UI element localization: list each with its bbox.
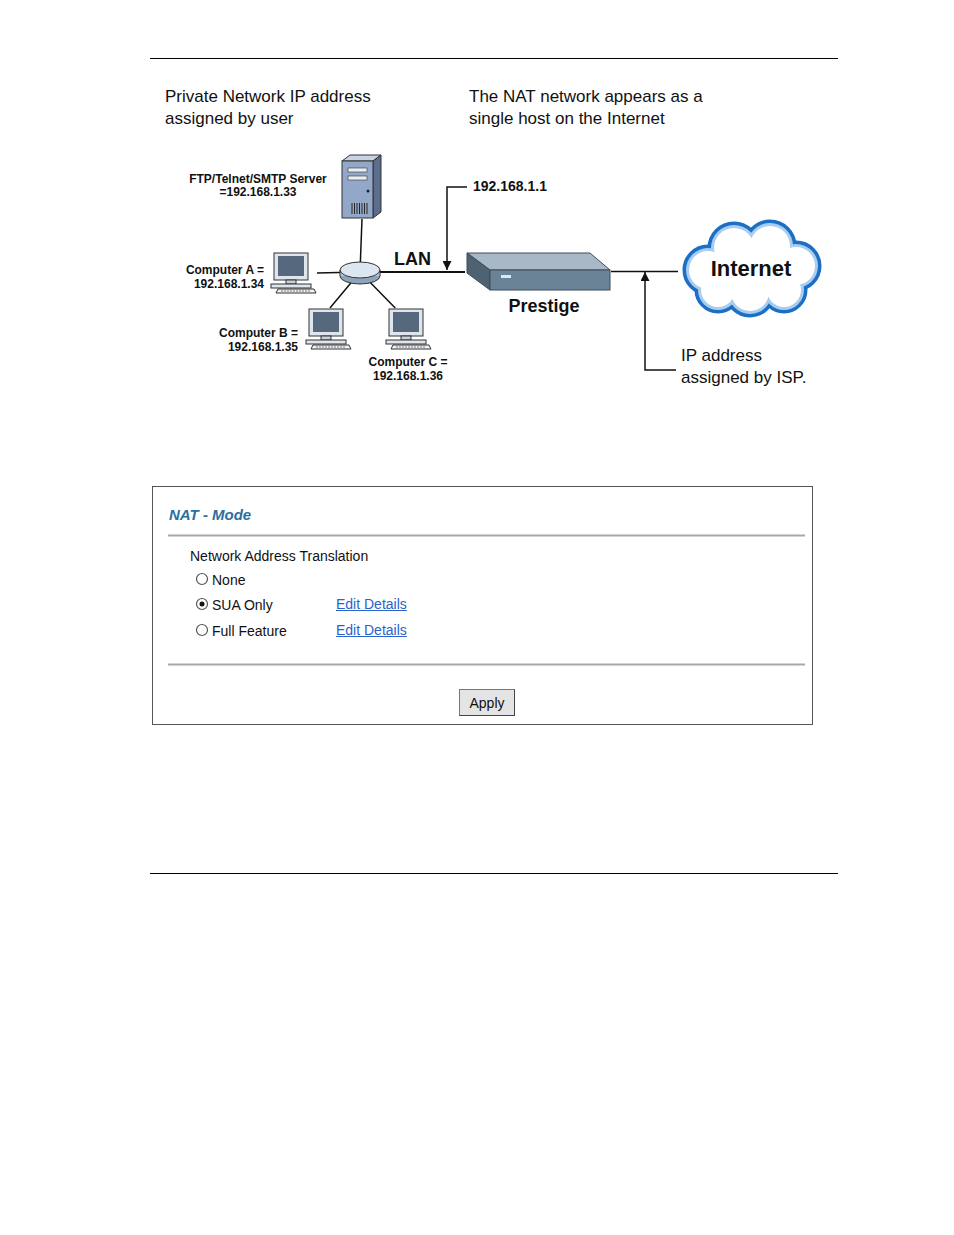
node-label: Internet [678,256,824,282]
ip-address-label: 192.168.1.1 [473,178,593,195]
link-text: Edit Details [336,622,436,639]
note-text: IP address assigned by ISP. [681,345,831,389]
server-icon: FTP/Telnet/SMTP Server =192.168.1.33 [342,155,382,219]
pc-graphic [303,308,352,351]
internet-cloud: Internet [678,220,824,317]
panel-title: NAT - Mode [169,506,369,524]
button-text: Apply [469,695,504,711]
hub-symbol [340,262,380,284]
pc-graphic [268,252,317,294]
field-label: Network Address Translation [190,548,440,565]
link-text: Edit Details [336,596,436,613]
node-label: FTP/Telnet/SMTP Server =192.168.1.33 [178,173,338,199]
router-device: Prestige [465,252,611,291]
radio-button [197,625,208,636]
node-label: Computer A = 192.168.1.34 [176,263,264,291]
panel-rule [168,535,805,537]
computer-icon: Computer C = 192.168.1.36 [383,308,432,350]
computer-icon: Computer B = 192.168.1.35 [303,308,352,351]
option-label: None [212,572,312,589]
network-link [360,219,465,272]
radio-button [197,599,208,610]
node-label: Computer B = 192.168.1.35 [208,326,298,354]
radio-button [197,574,208,585]
pc-graphic [383,308,432,350]
option-label: Full Feature [212,623,312,640]
note-text: The NAT network appears as a single host… [469,86,719,130]
computer-icon: Computer A = 192.168.1.34 [268,252,317,294]
option-label: SUA Only [212,597,312,614]
node-label: Prestige [484,295,604,317]
slab-graphic [465,252,611,291]
segment-label: LAN [394,249,454,270]
node-label: Computer C = 192.168.1.36 [360,355,456,383]
page-rule [150,873,838,874]
server-graphic [342,155,382,219]
note-text: Private Network IP address assigned by u… [165,86,387,130]
leader-line [645,272,676,370]
apply-button: Apply [459,689,515,716]
leader-line [447,187,467,270]
page-rule [150,58,838,59]
panel-rule [168,664,805,666]
